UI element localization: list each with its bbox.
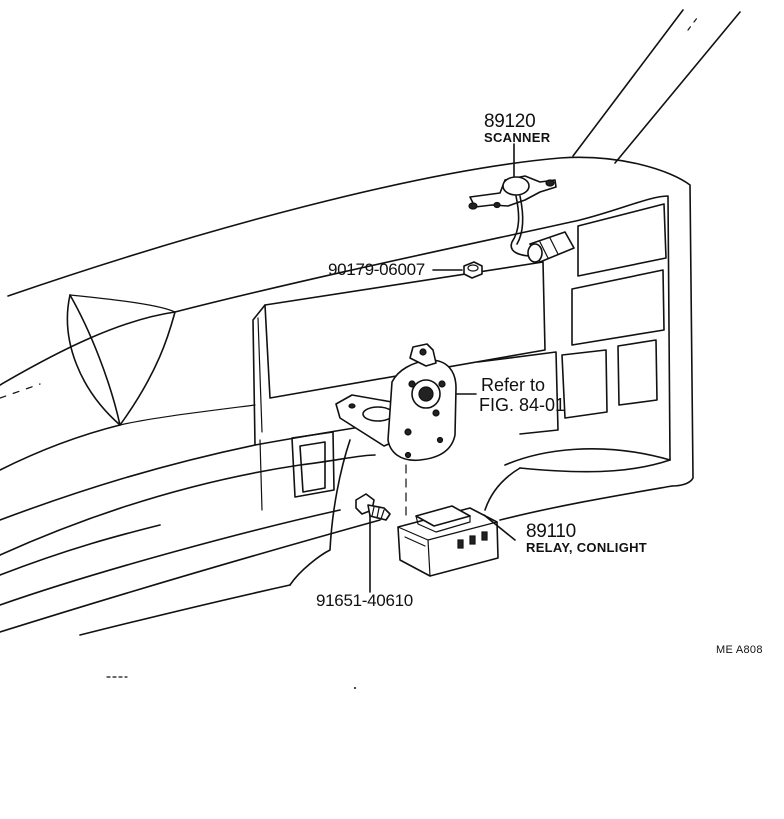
stray-dot xyxy=(354,687,356,689)
diagram-code: ME A808 xyxy=(716,644,763,656)
relay-part-name: RELAY, CONLIGHT xyxy=(526,540,648,555)
bolt-part-number: 91651-40610 xyxy=(316,591,413,610)
reference-line-2: FIG. 84-01 xyxy=(479,395,566,415)
bolt-part xyxy=(355,493,391,593)
relay-part xyxy=(397,505,516,577)
nut-part-number: 90179-06007 xyxy=(328,260,425,279)
relay-part-number: 89110 xyxy=(526,521,576,542)
scanner-part-name: SCANNER xyxy=(484,130,551,145)
scanner-part-number: 89120 xyxy=(484,111,536,132)
bracket-part xyxy=(335,343,477,462)
dashboard-panel-outline xyxy=(0,156,694,636)
pillar-lines xyxy=(572,9,741,164)
reference-line-1: Refer to xyxy=(481,375,546,395)
nut-part xyxy=(432,261,483,279)
scanner-part xyxy=(468,143,575,263)
dash-openings xyxy=(257,203,667,511)
